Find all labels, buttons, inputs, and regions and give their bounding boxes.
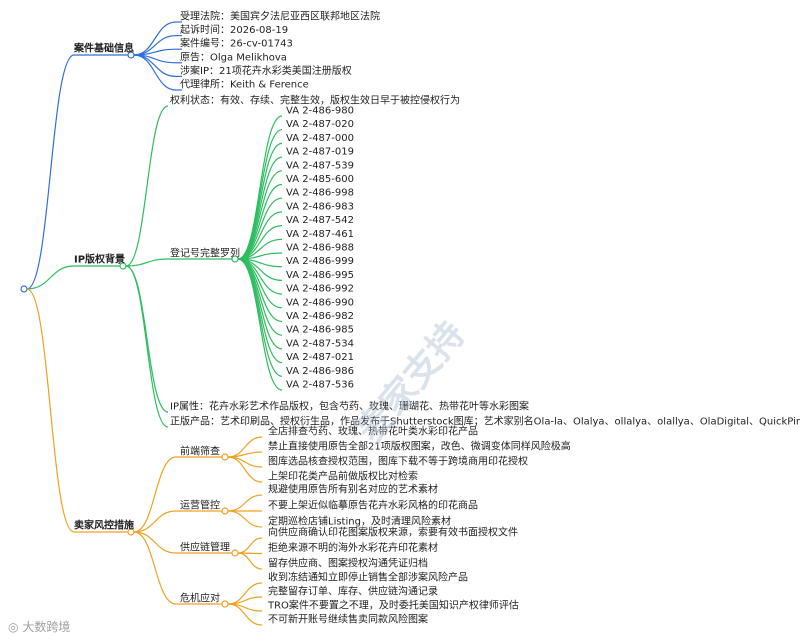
operation-control-item-connector <box>227 510 263 528</box>
ip-registration-list-connector <box>125 258 169 267</box>
registration-number: VA 2-487-536 <box>286 380 354 391</box>
supply-chain-connector <box>133 531 177 554</box>
ip-registration-list: 登记号完整罗列 <box>170 247 240 260</box>
logo-text: 大数跨境 <box>22 620 71 634</box>
branch-label-case-info: 案件基础信息 <box>73 42 134 55</box>
registration-number: VA 2-486-980 <box>286 106 354 117</box>
operation-control-label: 运营管控 <box>180 499 220 512</box>
registration-number: VA 2-487-020 <box>286 119 354 130</box>
registration-connector <box>237 258 283 350</box>
front-screening-item: 禁止直接使用原告全部21项版权图案，改色、微调变体同样风险极高 <box>268 440 571 453</box>
registration-number: VA 2-486-995 <box>286 270 354 281</box>
registration-number: VA 2-487-021 <box>286 352 354 363</box>
crisis-response-item-connector <box>227 603 263 626</box>
case-info-item: 原告：Olga Melikhova <box>180 50 287 63</box>
supply-chain-label: 供应链管理 <box>180 541 230 554</box>
ip-attribute-connector <box>125 265 169 413</box>
ip-right-status-connector <box>125 105 169 267</box>
supply-chain-item: 留存供应商、图案授权沟通凭证归档 <box>268 557 428 570</box>
operation-control-item: 定期巡检店铺Listing，及时清理风险素材 <box>268 515 451 528</box>
registration-number: VA 2-486-999 <box>286 256 354 267</box>
logo-icon: ◎ <box>8 620 19 634</box>
registration-number: VA 2-487-019 <box>286 147 354 158</box>
branch-connector-risk-control <box>26 288 75 533</box>
root-node[interactable] <box>20 285 28 293</box>
registration-connector <box>237 211 283 260</box>
supply-chain-item: 向供应商确认印花图案版权来源，索要有效书面授权文件 <box>268 526 518 539</box>
operation-control-node[interactable] <box>221 507 229 515</box>
ip-genuine-products: 正版产品：艺术印刷品、授权衍生品，作品发布于Shutterstock图库；艺术家… <box>170 415 800 428</box>
registration-number: VA 2-486-982 <box>286 311 354 322</box>
case-info-item: 受理法院：美国宾夕法尼亚西区联邦地区法院 <box>180 10 380 23</box>
operation-control-item-connector <box>227 494 263 512</box>
supply-chain-item-connector <box>237 537 263 554</box>
crisis-response-item: 不可新开账号继续售卖同款风险图案 <box>268 613 428 626</box>
crisis-response-label: 危机应对 <box>180 592 220 605</box>
registration-connector <box>237 258 283 364</box>
case-info-item: 案件编号：26-cv-01743 <box>180 37 293 50</box>
branch-connector-case-info <box>26 54 75 290</box>
front-screening-connector <box>133 456 177 533</box>
operation-control-item: 规避使用原告所有别名对应的艺术素材 <box>268 483 438 496</box>
case-info-connector <box>133 54 177 91</box>
operation-control-connector <box>133 510 177 533</box>
front-screening-item: 上架印花类产品前做版权比对检索 <box>268 470 418 483</box>
registration-connector <box>237 258 283 391</box>
front-screening-item-connector <box>227 456 263 483</box>
registration-number: VA 2-486-990 <box>286 297 354 308</box>
front-screening-item-connector <box>227 451 263 458</box>
crisis-response-connector <box>133 531 177 605</box>
registration-number: VA 2-486-986 <box>286 366 354 377</box>
registration-number: VA 2-487-000 <box>286 133 354 144</box>
supply-chain-item: 拒绝来源不明的海外水彩花卉印花素材 <box>268 541 438 554</box>
branch-label-risk-control: 卖家风控措施 <box>74 519 134 532</box>
supply-chain-item-connector <box>237 552 263 570</box>
crisis-response-node[interactable] <box>221 600 229 608</box>
ip-genuine-products-connector <box>125 265 169 428</box>
connector-lines <box>20 21 283 626</box>
front-screening-label: 前端筛查 <box>180 445 220 458</box>
registration-number: VA 2-486-983 <box>286 201 354 212</box>
registration-number: VA 2-486-988 <box>286 243 354 254</box>
case-info-item: 涉案IP：21项花卉水彩类美国注册版权 <box>180 64 352 77</box>
front-screening-item: 图库选品核查授权范围，图库下载不等于跨境商用印花授权 <box>268 455 528 468</box>
registration-number: VA 2-485-600 <box>286 174 354 185</box>
registration-number: VA 2-487-461 <box>286 229 354 240</box>
registration-number: VA 2-487-534 <box>286 338 354 349</box>
ip-attribute: IP属性：花卉水彩艺术作品版权，包含芍药、玫瑰、珊瑚花、热带花叶等水彩图案 <box>170 400 529 413</box>
branch-label-ip-background: IP版权背景 <box>74 253 125 266</box>
crisis-response-item: 完整留存订单、库存、供应链沟通记录 <box>268 585 438 598</box>
registration-number: VA 2-486-992 <box>286 284 354 295</box>
case-info-item: 起诉时间：2026-08-19 <box>180 23 288 36</box>
crisis-response-item: TRO案件不要置之不理，及时委托美国知识产权律师评估 <box>267 599 519 612</box>
case-info-item: 代理律所：Keith & Ference <box>180 78 309 91</box>
registration-number: VA 2-487-542 <box>286 215 354 226</box>
registration-number: VA 2-486-985 <box>286 325 354 336</box>
logo: ◎ 大数跨境 <box>8 618 70 635</box>
registration-connector <box>237 170 283 260</box>
operation-control-item: 不要上架近似临摹原告花卉水彩风格的印花商品 <box>268 499 478 512</box>
registration-connector <box>237 156 283 260</box>
front-screening-node[interactable] <box>221 453 229 461</box>
registration-number: VA 2-487-539 <box>286 160 354 171</box>
branch-connector-ip-background <box>26 265 75 290</box>
registration-number: VA 2-486-998 <box>286 188 354 199</box>
supply-chain-node[interactable] <box>231 549 239 557</box>
crisis-response-item: 收到冻结通知立即停止销售全部涉案风险产品 <box>268 571 468 584</box>
front-screening-item: 全店排查芍药、玫瑰、热带花叶类水彩印花产品 <box>268 425 478 438</box>
node-labels: 案件基础信息 受理法院：美国宾夕法尼亚西区联邦地区法院起诉时间：2026-08-1… <box>73 10 800 626</box>
ip-right-status: 权利状态：有效、存续、完整生效，版权生效日早于被控侵权行为 <box>170 94 460 107</box>
